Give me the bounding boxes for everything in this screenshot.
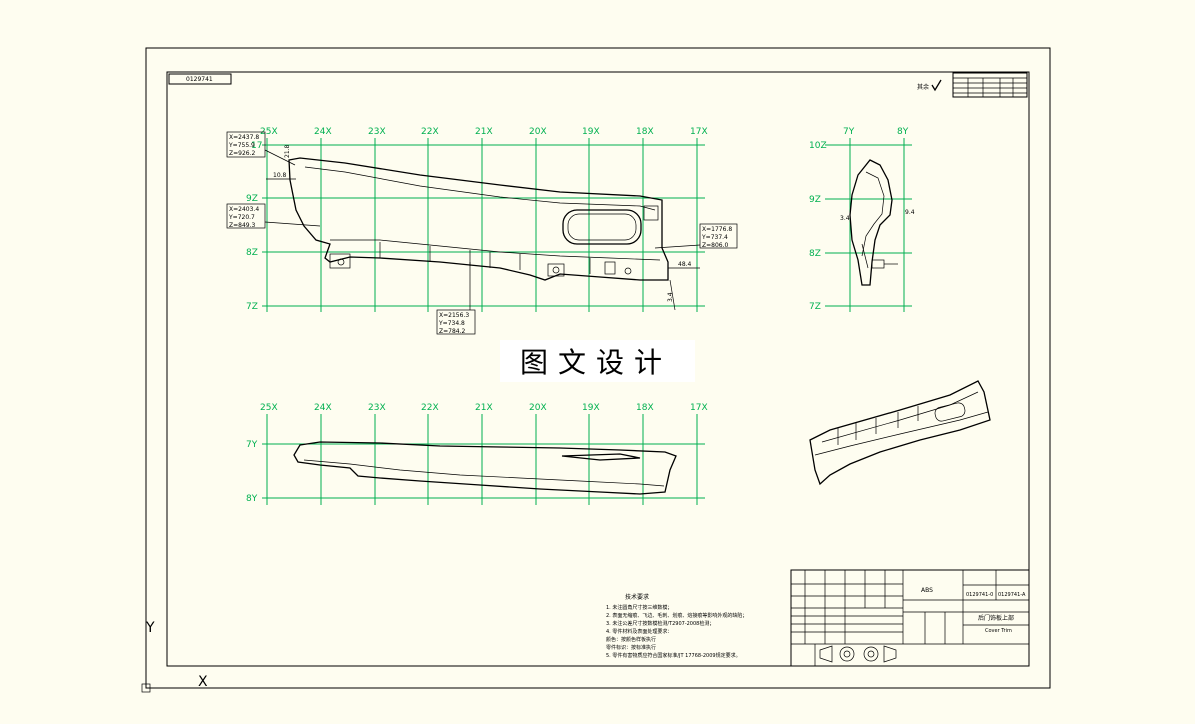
watermark-box [500,340,695,382]
dim-3: 48.4 [678,261,692,268]
inner-frame [166,71,1030,667]
top-col-label: 19X [582,127,600,137]
bottom-col-label: 23X [368,403,386,413]
svg-text:X=1776.8: X=1776.8 [702,226,732,233]
svg-text:Y=737.4: Y=737.4 [701,234,728,241]
part-number: 0129741 [186,76,213,83]
top-row-label: 9Z [246,194,258,204]
side-col-label: 7Y [843,127,855,137]
svg-text:Y=734.8: Y=734.8 [438,320,465,327]
technical-requirements: 技术要求 1. 未注圆角尺寸按三维数模； 2. 表面无缩痕、飞边、毛刺、划痕、熔… [606,593,747,659]
bottom-col-label: 18X [636,403,654,413]
side-row-label: 9Z [809,195,821,205]
bottom-col-label: 17X [690,403,708,413]
side-dim-1: 3.4 [840,215,850,222]
svg-text:3. 未注公差尺寸按数模检测/T2907-2008检测；: 3. 未注公差尺寸按数模检测/T2907-2008检测； [606,620,714,627]
svg-text:4. 零件材料及表面处理要求：: 4. 零件材料及表面处理要求： [606,628,672,635]
part-title: 后门饰板上部 [978,614,1014,622]
svg-text:2. 表面无缩痕、飞边、毛刺、划痕、熔接痕等影响外观的缺陷；: 2. 表面无缩痕、飞边、毛刺、划痕、熔接痕等影响外观的缺陷； [606,612,747,619]
side-col-label: 8Y [897,127,909,137]
part-number-box [168,73,232,85]
bottom-col-label: 24X [314,403,332,413]
side-row-label: 8Z [809,249,821,259]
watermark: 图文设计 [520,346,672,379]
svg-text:颜色：按颜色样板执行: 颜色：按颜色样板执行 [606,636,656,643]
top-col-label: 24X [314,127,332,137]
bottom-col-label: 25X [260,403,278,413]
top-view-grid: 25X 24X 23X 22X 21X 20X 19X 18X 17X 9Z 8Z 7Z 17 [246,127,708,312]
bottom-row-label: 8Y [246,494,258,504]
svg-text:Z=784.2: Z=784.2 [439,328,465,335]
drawing-no-2: 0129741-A [998,592,1026,598]
side-row-label: 7Z [809,302,821,312]
bottom-col-label: 22X [421,403,439,413]
surface-finish-label: 其余 [917,83,929,91]
top-col-label: 22X [421,127,439,137]
dim-4: 3.4 [667,292,674,302]
top-col-label: 17X [690,127,708,137]
top-col-label: 23X [368,127,386,137]
bottom-view-part [293,441,677,495]
part-title-en: Cover Trim [985,628,1012,634]
isometric-view-part [809,380,991,486]
svg-text:X=2403.4: X=2403.4 [229,206,259,213]
check-mark-icon [931,79,942,92]
bottom-col-label: 19X [582,403,600,413]
top-col-label: 18X [636,127,654,137]
callout-a: X=2437.8 Y=755.9 Z=926.2 [226,131,296,166]
bottom-col-label: 20X [529,403,547,413]
callout-c: X=1776.8 Y=737.4 Z=806.0 [654,223,738,249]
svg-text:Z=849.3: Z=849.3 [229,222,255,229]
axis-y-label: Y [145,620,155,636]
side-view-grid: 7Y 8Y 10Z 9Z 8Z 7Z [809,127,912,312]
dim-1: 10.8 [273,172,287,179]
title-block [790,569,1030,667]
side-view-part [849,159,898,286]
revision-table [952,72,1028,98]
callout-d: X=2156.3 Y=734.8 Z=784.2 [436,262,476,335]
tech-req-title: 技术要求 [625,593,649,601]
bottom-row-label: 7Y [246,440,258,450]
top-col-label: 20X [529,127,547,137]
material: ABS [921,587,933,594]
top-col-label: 21X [475,127,493,137]
svg-text:X=2437.8: X=2437.8 [229,134,259,141]
svg-text:X=2156.3: X=2156.3 [439,312,469,319]
svg-text:5. 零件有害物质应符合国家标准/JT 17768-2009: 5. 零件有害物质应符合国家标准/JT 17768-2009规定要求。 [606,652,741,659]
ucs-axis-icon [141,640,196,693]
svg-text:Y=755.9: Y=755.9 [228,142,255,149]
drawing-no-1: 0129741-0 [966,592,993,598]
side-dim-2: 9.4 [905,209,915,216]
svg-text:1. 未注圆角尺寸按三维数模；: 1. 未注圆角尺寸按三维数模； [606,604,672,611]
dim-2: 21.8 [284,144,291,158]
top-row-label: 8Z [246,248,258,258]
svg-text:Y=720.7: Y=720.7 [228,214,255,221]
top-view-part [288,157,676,311]
top-col-label: 25X [260,127,278,137]
bottom-view-grid: 25X 24X 23X 22X 21X 20X 19X 18X 17X 7Y 8Y [246,403,708,505]
callout-b: X=2403.4 Y=720.7 Z=849.3 [226,203,321,229]
top-row-label: 7Z [246,302,258,312]
side-row-label: 10Z [809,141,827,151]
axis-x-label: X [198,674,208,690]
svg-text:Z=926.2: Z=926.2 [229,150,255,157]
bottom-col-label: 21X [475,403,493,413]
top-row-label-top: 17 [251,141,262,151]
svg-text:Z=806.0: Z=806.0 [702,242,728,249]
svg-text:零件标识：按标准执行: 零件标识：按标准执行 [606,644,656,651]
outer-frame [145,47,1051,689]
